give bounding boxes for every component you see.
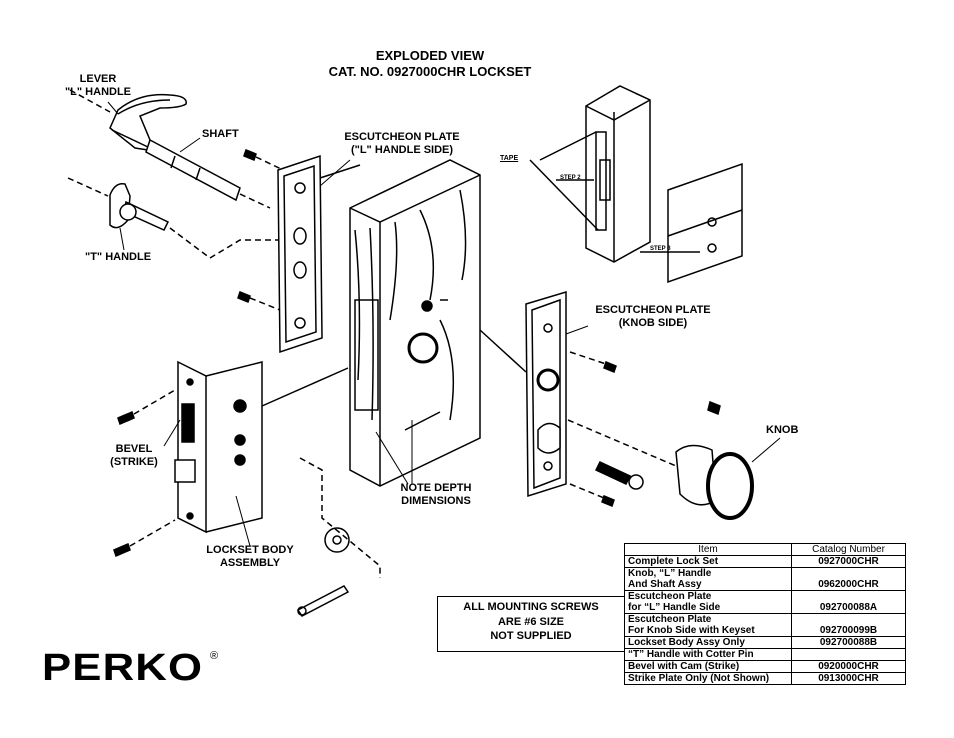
part-catalog-number: 092700099B: [791, 613, 906, 637]
label-lever: LEVER "L" HANDLE: [64, 73, 132, 98]
part-item-line-1: Lockset Body Assy Only: [628, 637, 745, 648]
label-escutcheon-l-side: ESCUTCHEON PLATE ("L" HANDLE SIDE): [344, 131, 460, 156]
part-catalog-number: 0962000CHR: [791, 567, 906, 591]
lockset-body: [174, 360, 349, 534]
callout-lines: [107, 101, 781, 547]
knob: [567, 400, 754, 520]
registered-mark: ®: [210, 650, 219, 662]
table-row: “T” Handle with Cotter Pin: [624, 648, 906, 661]
part-catalog-number: 092700088B: [791, 636, 906, 649]
part-item-line-2: And Shaft Assy: [628, 579, 702, 590]
label-escutcheon-knob-side: ESCUTCHEON PLATE (KNOB SIDE): [595, 304, 711, 329]
part-item: Strike Plate Only (Not Shown): [624, 672, 792, 685]
part-item-line-1: “T” Handle with Cotter Pin: [628, 649, 754, 660]
label-lockset-body: LOCKSET BODY ASSEMBLY: [206, 544, 294, 569]
part-catalog-number: 0927000CHR: [791, 555, 906, 568]
drilling-template: [529, 85, 743, 284]
table-row: Bevel with Cam (Strike) 0920000CHR: [624, 660, 906, 673]
table-row: Lockset Body Assy Only 092700088B: [624, 636, 906, 649]
part-item-line-2: For Knob Side with Keyset: [628, 625, 755, 636]
key: [569, 351, 644, 507]
part-item-line-1: Escutcheon Plate: [628, 591, 712, 602]
perko-logo: PERKO: [42, 647, 204, 689]
label-step-2: STEP 2: [560, 175, 581, 181]
table-row: Strike Plate Only (Not Shown) 0913000CHR: [624, 672, 906, 685]
part-item: Complete Lock Set: [624, 555, 792, 568]
label-step-3: STEP 3: [650, 246, 671, 252]
diagram-title: EXPLODED VIEW CAT. NO. 0927000CHR LOCKSE…: [300, 48, 560, 80]
label-bevel: BEVEL (STRIKE): [110, 443, 158, 468]
parts-table-header: Item Catalog Number: [624, 543, 906, 556]
label-t-handle: "T" HANDLE: [85, 251, 152, 263]
part-catalog-number: 092700088A: [791, 590, 906, 614]
label-tape: TAPE: [500, 155, 519, 162]
t-handle: [67, 177, 300, 259]
washer-cotter-pin: [296, 457, 381, 617]
part-catalog-number: 0913000CHR: [791, 672, 906, 685]
part-item-line-1: Strike Plate Only (Not Shown): [628, 673, 770, 684]
part-item: Lockset Body Assy Only: [624, 636, 792, 649]
door-block: [349, 159, 481, 487]
header-catalog-number: Catalog Number: [791, 543, 906, 556]
part-catalog-number: 0920000CHR: [791, 660, 906, 673]
escutcheon-plate-l-side: [277, 154, 361, 354]
title-line-2: CAT. NO. 0927000CHR LOCKSET: [328, 64, 532, 79]
label-shaft: SHAFT: [202, 128, 239, 140]
escutcheon-plate-knob-side: [479, 290, 567, 498]
screws-lower: [113, 389, 176, 558]
part-item-line-1: Complete Lock Set: [628, 556, 719, 567]
header-item: Item: [624, 543, 792, 556]
title-line-1: EXPLODED VIEW: [375, 48, 485, 63]
part-item-line-2: for “L” Handle Side: [628, 602, 721, 613]
part-item-line-1: Escutcheon Plate: [628, 614, 712, 625]
part-item-line-1: Knob, “L” Handle: [628, 568, 712, 579]
part-item: Bevel with Cam (Strike): [624, 660, 792, 673]
shaft: [69, 89, 271, 209]
part-item: “T” Handle with Cotter Pin: [624, 648, 792, 661]
label-knob: KNOB: [766, 424, 799, 436]
part-catalog-number: [791, 648, 906, 661]
part-item-line-1: Bevel with Cam (Strike): [628, 661, 740, 672]
parts-table: Item Catalog Number Complete Lock Set 092…: [624, 543, 906, 685]
table-row: Complete Lock Set 0927000CHR: [624, 555, 906, 568]
mounting-screws-note: ALL MOUNTING SCREWS ARE #6 SIZE NOT SUPP…: [437, 596, 625, 652]
lever-handle: [109, 93, 187, 151]
label-note-depth: NOTE DEPTH DIMENSIONS: [400, 482, 472, 507]
